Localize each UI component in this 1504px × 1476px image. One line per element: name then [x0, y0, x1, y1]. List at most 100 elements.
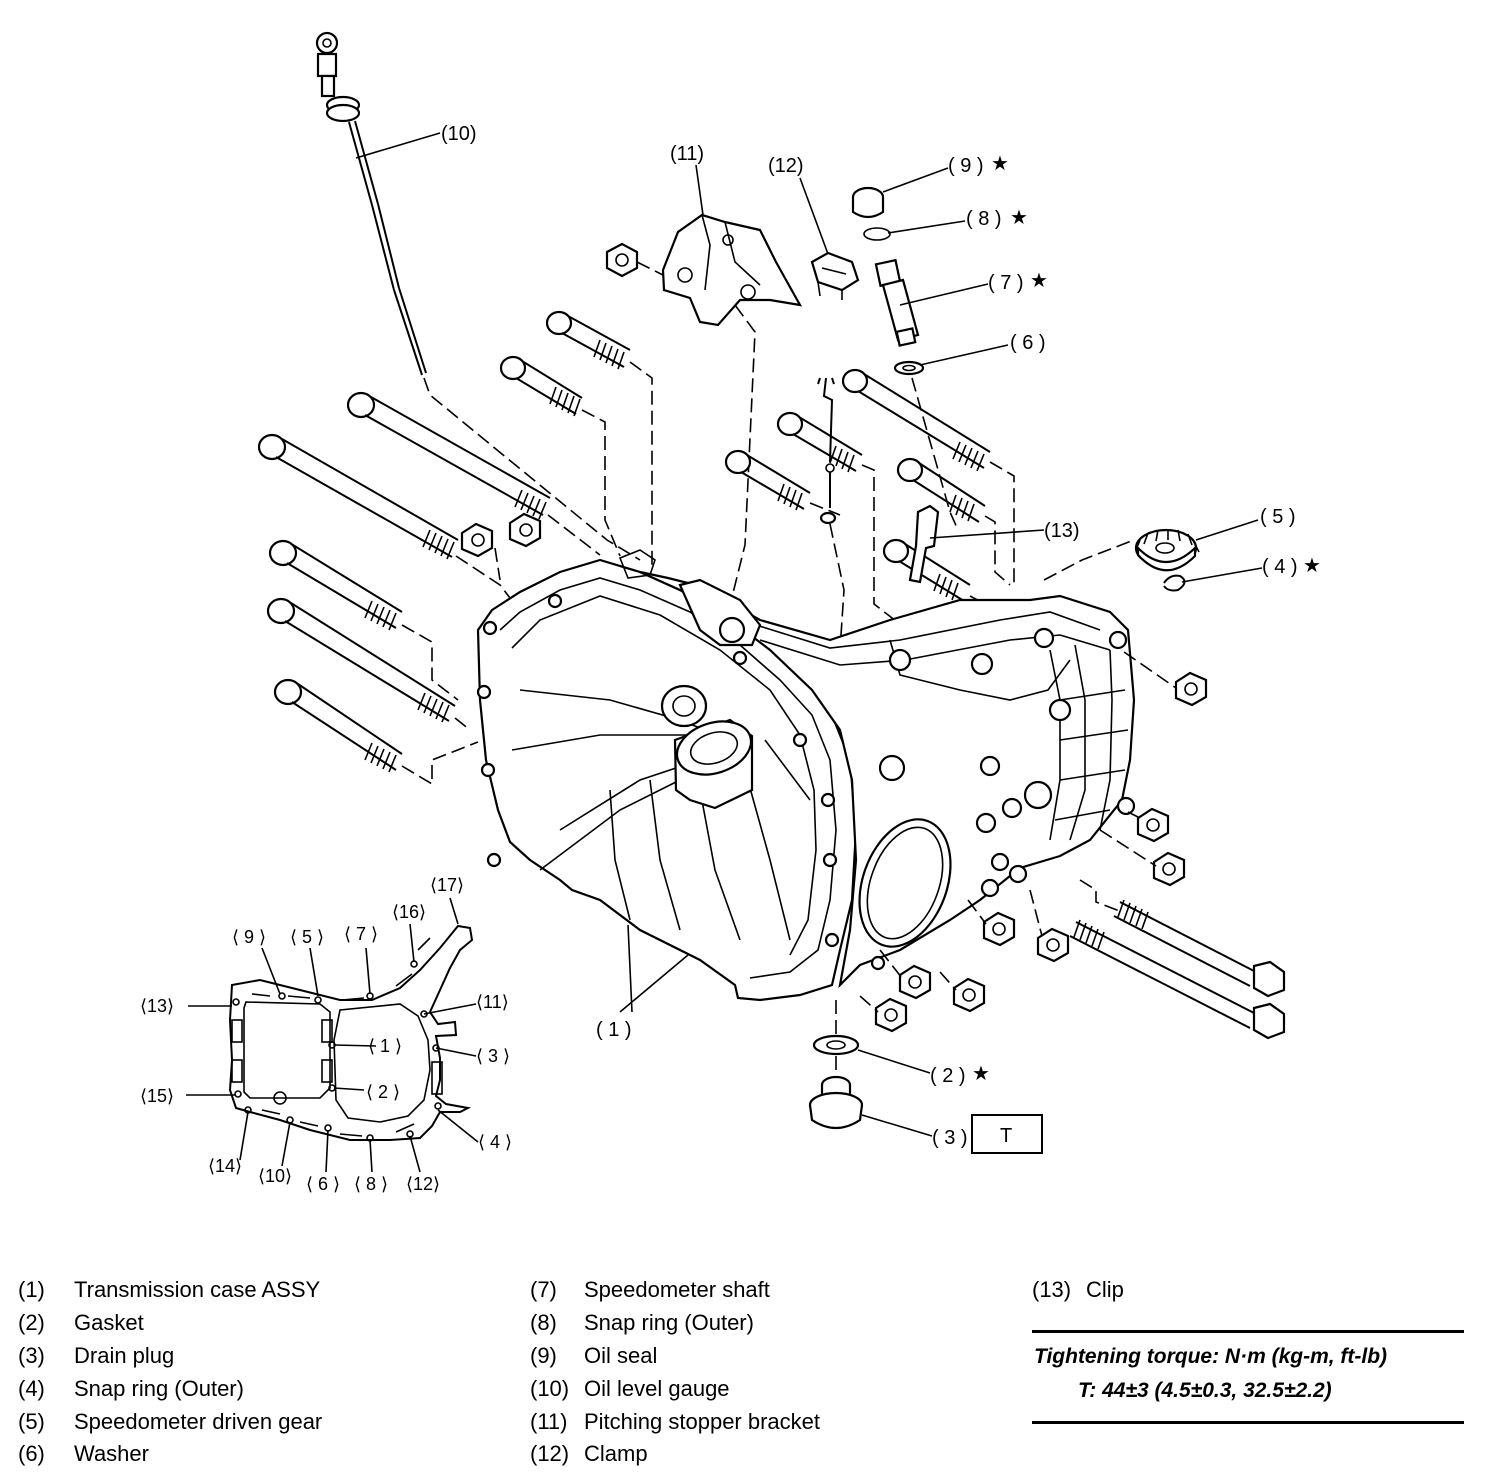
callout-10: (10)	[441, 123, 477, 145]
speedometer-shaft	[874, 258, 920, 347]
gasket-callout-7: ⟨ 7 ⟩	[344, 924, 378, 944]
star-icon-9: ★	[991, 153, 1009, 175]
oil-level-gauge	[315, 31, 427, 376]
callout-3: ( 3 )	[932, 1127, 968, 1149]
gasket-callout-5: ⟨ 5 ⟩	[290, 927, 324, 947]
star-icon-7: ★	[1030, 270, 1048, 292]
gasket-callout-6: ⟨ 6 ⟩	[306, 1174, 340, 1194]
case-nuts-right	[874, 671, 1208, 1033]
legend-number: (8)	[530, 1310, 557, 1335]
torque-value: T: 44±3 (4.5±0.3, 32.5±2.2)	[1078, 1379, 1332, 1402]
legend-number: (5)	[18, 1409, 45, 1434]
legend-label: Speedometer shaft	[584, 1277, 770, 1302]
legend-number: (7)	[530, 1277, 557, 1302]
case-bolts-lower-right	[1069, 899, 1286, 1040]
callout-4: ( 4 )	[1262, 556, 1298, 578]
gasket-outline-detail	[186, 897, 479, 1173]
callout-1: ( 1 )	[596, 1019, 632, 1041]
legend-item: (4) Snap ring (Outer)	[18, 1374, 244, 1404]
snap-ring-outer-lower	[1163, 574, 1186, 592]
callout-6: ( 6 )	[1010, 332, 1046, 354]
gasket-callout-13: ⟨13⟩	[140, 996, 174, 1016]
legend-number: (10)	[530, 1376, 570, 1401]
legend-label: Oil seal	[584, 1343, 658, 1368]
bracket-nut	[605, 242, 639, 278]
legend-label: Pitching stopper bracket	[584, 1409, 821, 1434]
case-bolts-right	[724, 368, 991, 602]
legend-number: (9)	[530, 1343, 557, 1368]
legend-number: (6)	[18, 1441, 45, 1466]
clip	[817, 377, 940, 584]
pitching-stopper-bracket	[661, 213, 803, 327]
gasket-callout-15: ⟨15⟩	[140, 1086, 174, 1106]
gasket-callout-4: ⟨ 4 ⟩	[478, 1132, 512, 1152]
legend-number: (13)	[1032, 1277, 1072, 1302]
washer	[893, 360, 925, 376]
legend-label: Oil level gauge	[584, 1376, 730, 1401]
callout-11: (11)	[670, 143, 704, 165]
legend-item: (6) Washer	[18, 1439, 149, 1469]
case-bolts-left	[257, 310, 631, 773]
gasket-callout-11: ⟨11⟩	[476, 992, 509, 1012]
callout-13: (13)	[1044, 520, 1080, 542]
legend-item: (5) Speedometer driven gear	[18, 1407, 322, 1437]
legend-item: (11) Pitching stopper bracket	[530, 1407, 820, 1437]
parts-legend: (1) Transmission case ASSY (2) Gasket (3) D…	[18, 1272, 1498, 1472]
legend-number: (11)	[530, 1409, 568, 1434]
speedometer-driven-gear	[1134, 528, 1200, 572]
legend-item: (12) Clamp	[530, 1439, 648, 1469]
legend-item: (3) Drain plug	[18, 1341, 174, 1371]
callout-12: (12)	[768, 155, 804, 177]
legend-number: (12)	[530, 1441, 570, 1466]
star-icon-2: ★	[972, 1063, 990, 1085]
legend-label: Washer	[74, 1441, 149, 1466]
gasket-callout-10: ⟨10⟩	[258, 1166, 292, 1186]
torque-box-label: T	[1000, 1125, 1012, 1147]
callout-9: ( 9 )	[948, 155, 984, 177]
legend-label: Snap ring (Outer)	[74, 1376, 244, 1401]
tightening-torque-note: Tightening torque: N·m (kg-m, ft-lb) T: …	[1032, 1330, 1464, 1424]
legend-item: (8) Snap ring (Outer)	[530, 1308, 754, 1338]
callout-5: ( 5 )	[1260, 506, 1296, 528]
gasket-callout-12: ⟨12⟩	[406, 1174, 440, 1194]
legend-number: (4)	[18, 1376, 45, 1401]
legend-item: (10) Oil level gauge	[530, 1374, 730, 1404]
gasket-callout-1: ⟨ 1 ⟩	[368, 1036, 402, 1056]
legend-label: Clamp	[584, 1441, 648, 1466]
legend-number: (1)	[18, 1277, 45, 1302]
gasket-callout-8: ⟨ 8 ⟩	[354, 1174, 388, 1194]
legend-number: (3)	[18, 1343, 45, 1368]
gasket-callout-14: ⟨14⟩	[208, 1156, 242, 1176]
callout-8: ( 8 )	[966, 208, 1002, 230]
gasket-callout-3: ⟨ 3 ⟩	[476, 1046, 510, 1066]
gasket-callout-9: ⟨ 9 ⟩	[232, 927, 266, 947]
gasket	[812, 1034, 860, 1056]
legend-label: Gasket	[74, 1310, 144, 1335]
torque-box	[971, 1114, 1043, 1154]
star-icon-4: ★	[1303, 555, 1321, 577]
star-icon-8: ★	[1010, 207, 1028, 229]
legend-label: Drain plug	[74, 1343, 175, 1368]
legend-label: Snap ring (Outer)	[584, 1310, 754, 1335]
snap-ring-outer-upper	[863, 227, 891, 241]
legend-number: (2)	[18, 1310, 45, 1335]
legend-item: (1) Transmission case ASSY	[18, 1275, 320, 1305]
case-nuts-left	[460, 512, 542, 558]
torque-heading: Tightening torque: N·m (kg-m, ft-lb)	[1034, 1345, 1388, 1368]
legend-label: Clip	[1086, 1277, 1124, 1302]
legend-item: (9) Oil seal	[530, 1341, 657, 1371]
transmission-case	[476, 549, 1136, 1002]
gasket-callout-16: ⟨16⟩	[392, 902, 426, 922]
callout-2: ( 2 )	[930, 1065, 966, 1087]
gasket-callout-17: ⟨17⟩	[430, 875, 464, 895]
drain-plug	[808, 1075, 864, 1130]
legend-label: Speedometer driven gear	[74, 1409, 323, 1434]
clamp	[810, 251, 860, 300]
legend-label: Transmission case ASSY	[74, 1277, 321, 1302]
legend-item: (13) Clip	[1032, 1275, 1124, 1305]
exploded-view-diagram: (10) (11) (12) ( 9 ) ( 8 ) ( 7 ) ( 6 ) (…	[140, 31, 1321, 1194]
oil-seal	[851, 186, 885, 219]
legend-item: (2) Gasket	[18, 1308, 144, 1338]
gasket-callout-2: ⟨ 2 ⟩	[366, 1082, 400, 1102]
callout-7: ( 7 )	[988, 272, 1024, 294]
